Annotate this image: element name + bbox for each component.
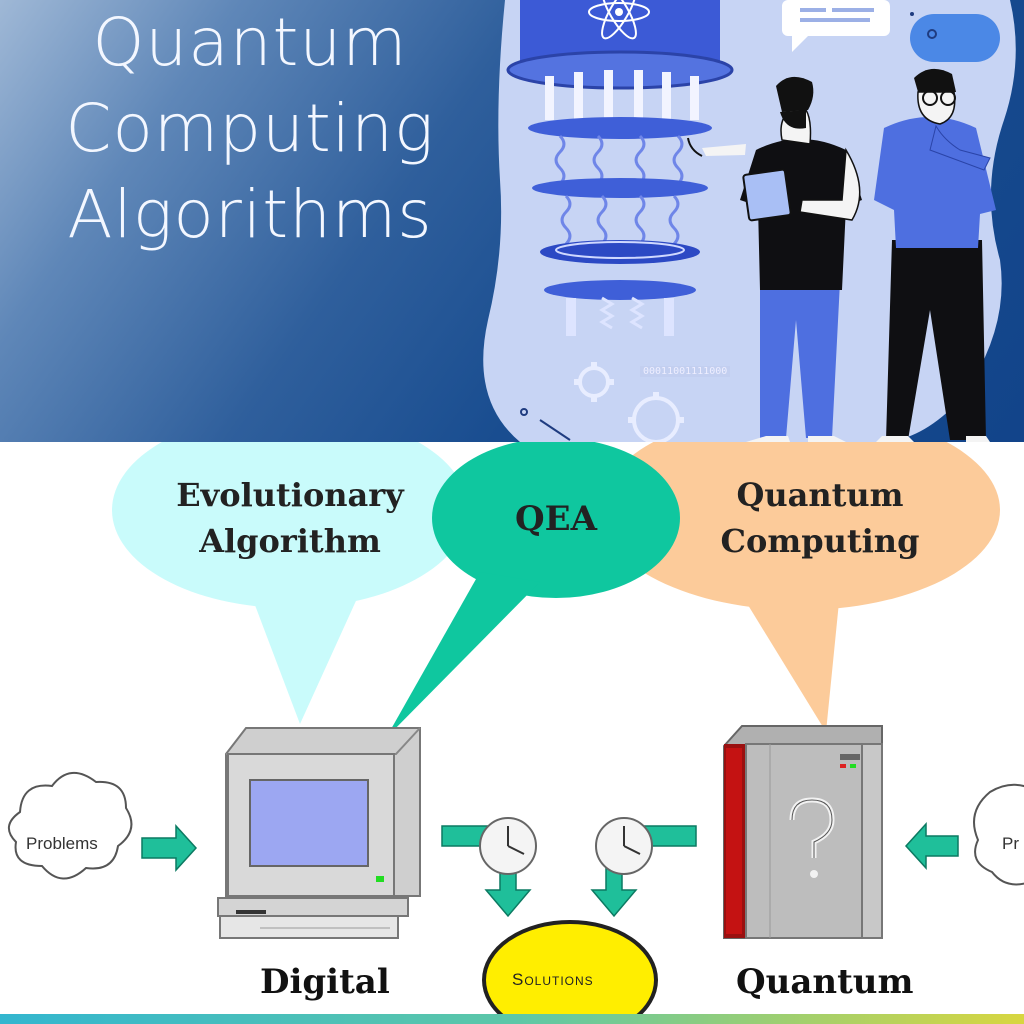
evolutionary-line-2: Algorithm — [199, 522, 381, 560]
quantum-computing-bubble — [600, 442, 1000, 732]
digital-computer-label: Digital — [260, 962, 390, 1002]
bottom-gradient-bar — [0, 1014, 1024, 1024]
qea-bubble — [386, 442, 680, 738]
pill-decoration — [910, 14, 1000, 62]
speech-bubble-icon — [782, 0, 890, 52]
arrow-left-icon — [904, 822, 959, 870]
diagram-graphics — [8, 442, 1024, 1024]
quantum-computer-label: Quantum — [736, 962, 914, 1002]
problems-cloud-left — [8, 772, 133, 880]
clock-icon — [479, 817, 537, 875]
evolutionary-algorithm-text: Evolutionary Algorithm — [140, 472, 440, 564]
solutions-label: Solutions — [512, 970, 594, 989]
quantum-chandelier-icon — [506, 0, 734, 336]
binary-readout: 00011001111000 — [640, 366, 731, 377]
qea-diagram: Evolutionary Algorithm QEA Quantum Compu… — [0, 442, 1024, 1024]
quantum-line-1: Quantum — [736, 476, 904, 514]
banner-title: Quantum Computing Algorithms — [40, 0, 460, 258]
banner: Quantum Computing Algorithms — [0, 0, 1024, 442]
banner-illustration — [483, 0, 1016, 442]
quantum-line-2: Computing — [720, 522, 920, 560]
qea-text: QEA — [515, 499, 597, 539]
evolutionary-algorithm-bubble — [112, 442, 468, 724]
title-line-3: Algorithms — [67, 176, 433, 253]
title-line-2: Computing — [65, 90, 435, 167]
backdrop-blob — [483, 0, 1016, 442]
quantum-computing-text: Quantum Computing — [680, 472, 960, 564]
evolutionary-line-1: Evolutionary — [176, 476, 404, 514]
solutions-ellipse — [482, 920, 658, 1024]
gear-teeth — [574, 362, 684, 423]
person-with-tablet-icon — [687, 76, 862, 442]
thinking-person-icon — [874, 68, 996, 442]
problems-label-right: Pr — [1002, 834, 1019, 853]
clock-icon — [595, 817, 653, 875]
title-line-1: Quantum — [92, 4, 408, 81]
quantum-computer-icon — [723, 725, 883, 939]
arrow-right-icon — [141, 824, 198, 872]
digital-computer-icon — [217, 727, 421, 939]
problems-cloud-right — [973, 783, 1024, 886]
problems-label-left: Problems — [26, 834, 98, 853]
